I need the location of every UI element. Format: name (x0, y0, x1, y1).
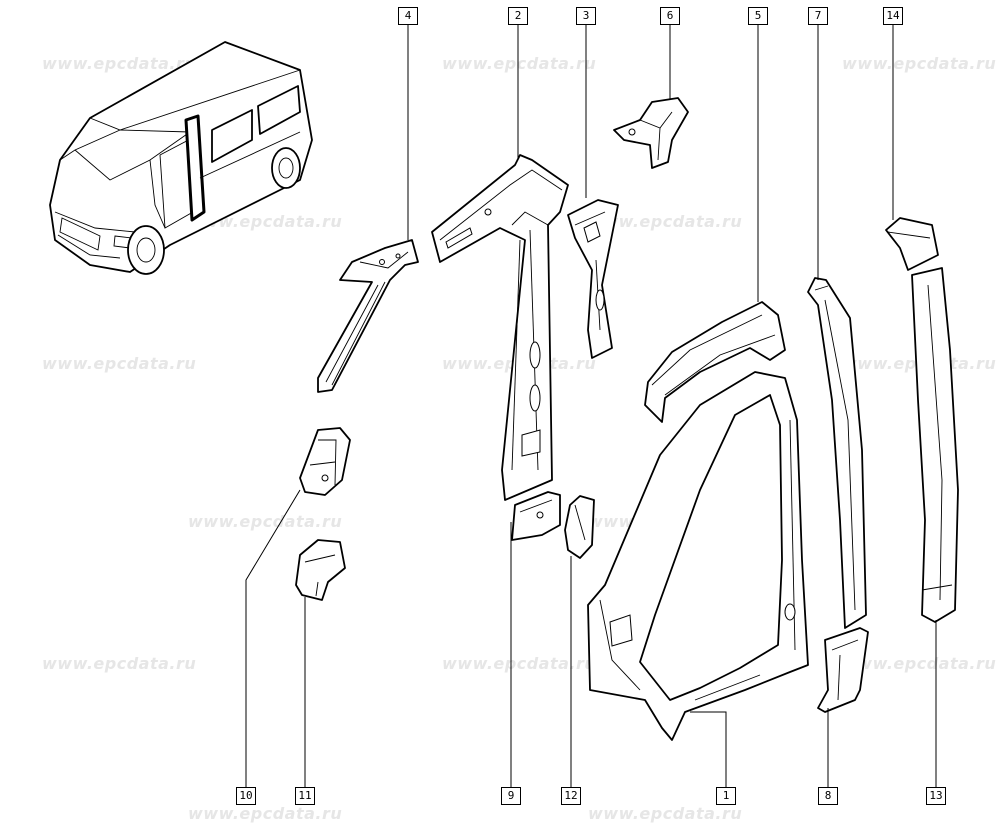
watermark: www.epcdata.ru (188, 804, 343, 823)
part-4-a-pillar-reinforcement (317, 239, 419, 393)
watermark: www.epcdata.ru (442, 54, 597, 73)
part-7-c-pillar (807, 277, 867, 629)
callout-9[interactable]: 9 (501, 787, 521, 805)
callout-12[interactable]: 12 (561, 787, 581, 805)
part-9-bracket (511, 491, 561, 541)
callout-10[interactable]: 10 (236, 787, 256, 805)
watermark: www.epcdata.ru (588, 804, 743, 823)
callout-3[interactable]: 3 (576, 7, 596, 25)
watermark: www.epcdata.ru (442, 654, 597, 673)
part-8-c-pillar-lower (817, 627, 869, 713)
callout-13[interactable]: 13 (926, 787, 946, 805)
watermark: www.epcdata.ru (842, 54, 997, 73)
watermark: www.epcdata.ru (42, 654, 197, 673)
part-13-rear-pillar (911, 267, 959, 623)
watermark: www.epcdata.ru (42, 354, 197, 373)
callout-11[interactable]: 11 (295, 787, 315, 805)
part-3-b-pillar-bracket (567, 199, 619, 359)
callout-1[interactable]: 1 (716, 787, 736, 805)
callout-6[interactable]: 6 (660, 7, 680, 25)
part-14-upper-cap (885, 217, 939, 271)
part-12-bracket (564, 495, 595, 559)
callout-5[interactable]: 5 (748, 7, 768, 25)
watermark: www.epcdata.ru (42, 54, 197, 73)
watermark: www.epcdata.ru (842, 654, 997, 673)
part-2-b-pillar-inner (431, 154, 569, 501)
van-overview-drawing (49, 41, 313, 275)
leader-lines (245, 25, 937, 787)
callout-8[interactable]: 8 (818, 787, 838, 805)
callout-14[interactable]: 14 (883, 7, 903, 25)
part-6-upper-bracket (613, 97, 689, 169)
part-1-side-frame (587, 371, 809, 741)
part-11-bracket (295, 539, 346, 601)
part-5-roof-rail (644, 301, 786, 423)
callout-4[interactable]: 4 (398, 7, 418, 25)
part-10-bracket (299, 427, 351, 496)
watermark: www.epcdata.ru (588, 212, 743, 231)
callout-7[interactable]: 7 (808, 7, 828, 25)
watermark: www.epcdata.ru (188, 512, 343, 531)
callout-2[interactable]: 2 (508, 7, 528, 25)
